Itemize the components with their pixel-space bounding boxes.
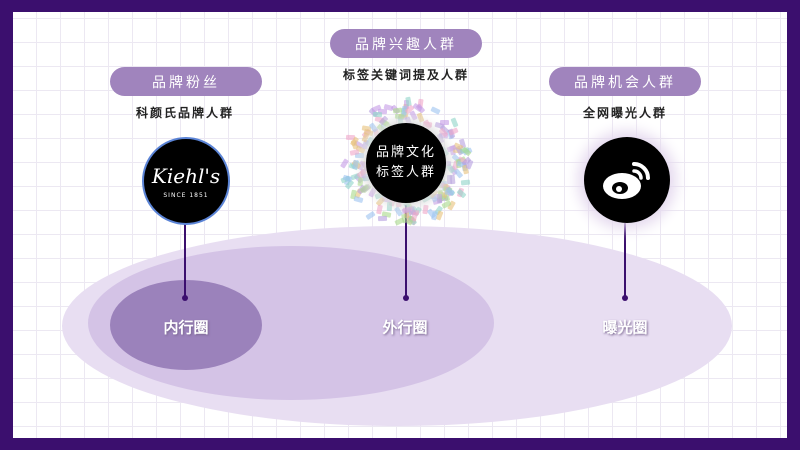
connector-line — [405, 205, 407, 298]
word-cloud-word — [439, 120, 449, 126]
word-cloud-word — [416, 112, 425, 123]
logo-subtext: SINCE 1851 — [163, 191, 209, 199]
word-cloud-word — [387, 201, 393, 211]
pill-brand-opportunity: 品牌机会人群 — [549, 67, 701, 96]
word-cloud-word — [445, 189, 455, 195]
weibo-logo — [584, 137, 670, 223]
word-cloud-word — [340, 158, 350, 170]
kiehls-logo: Kiehl's SINCE 1851 — [142, 137, 230, 225]
connector-dot — [622, 295, 628, 301]
word-cloud-word — [450, 117, 459, 128]
subtitle-brand-opportunity: 全网曝光人群 — [582, 106, 667, 120]
word-cloud-word — [461, 179, 471, 186]
circle-text-line: 标签人群 — [375, 165, 436, 180]
logo-text: Kiehl's — [151, 163, 221, 188]
connector-dot — [403, 295, 409, 301]
connector-line — [624, 223, 626, 298]
connector-dot — [182, 295, 188, 301]
word-cloud-word — [465, 159, 474, 171]
brand-culture-circle: 品牌文化 标签人群 — [366, 123, 446, 203]
word-cloud-word — [430, 106, 441, 116]
word-cloud-word — [365, 210, 376, 221]
word-cloud-word — [436, 193, 442, 203]
word-cloud — [340, 96, 474, 228]
word-cloud-word — [353, 196, 364, 204]
weibo-icon — [603, 162, 650, 199]
subtitle-brand-interest: 标签关键词提及人群 — [342, 68, 469, 82]
pill-brand-interest: 品牌兴趣人群 — [330, 29, 482, 58]
word-cloud-word — [378, 215, 388, 222]
ring-label-inner: 内行圈 — [163, 318, 209, 337]
circle-text-line: 品牌文化 — [375, 145, 436, 160]
ring-label-exposure: 曝光圈 — [602, 318, 648, 337]
connector-line — [184, 223, 186, 298]
word-cloud-word — [447, 175, 453, 185]
pill-brand-fans: 品牌粉丝 — [110, 67, 262, 96]
word-cloud-word — [373, 111, 383, 118]
subtitle-brand-fans: 科颜氏品牌人群 — [135, 106, 234, 120]
ring-label-outer: 外行圈 — [382, 318, 428, 337]
word-cloud-word — [456, 188, 467, 199]
slide-canvas: 品牌粉丝 科颜氏品牌人群 品牌兴趣人群 标签关键词提及人群 品牌机会人群 全网曝… — [13, 12, 787, 438]
word-cloud-word — [394, 113, 404, 120]
